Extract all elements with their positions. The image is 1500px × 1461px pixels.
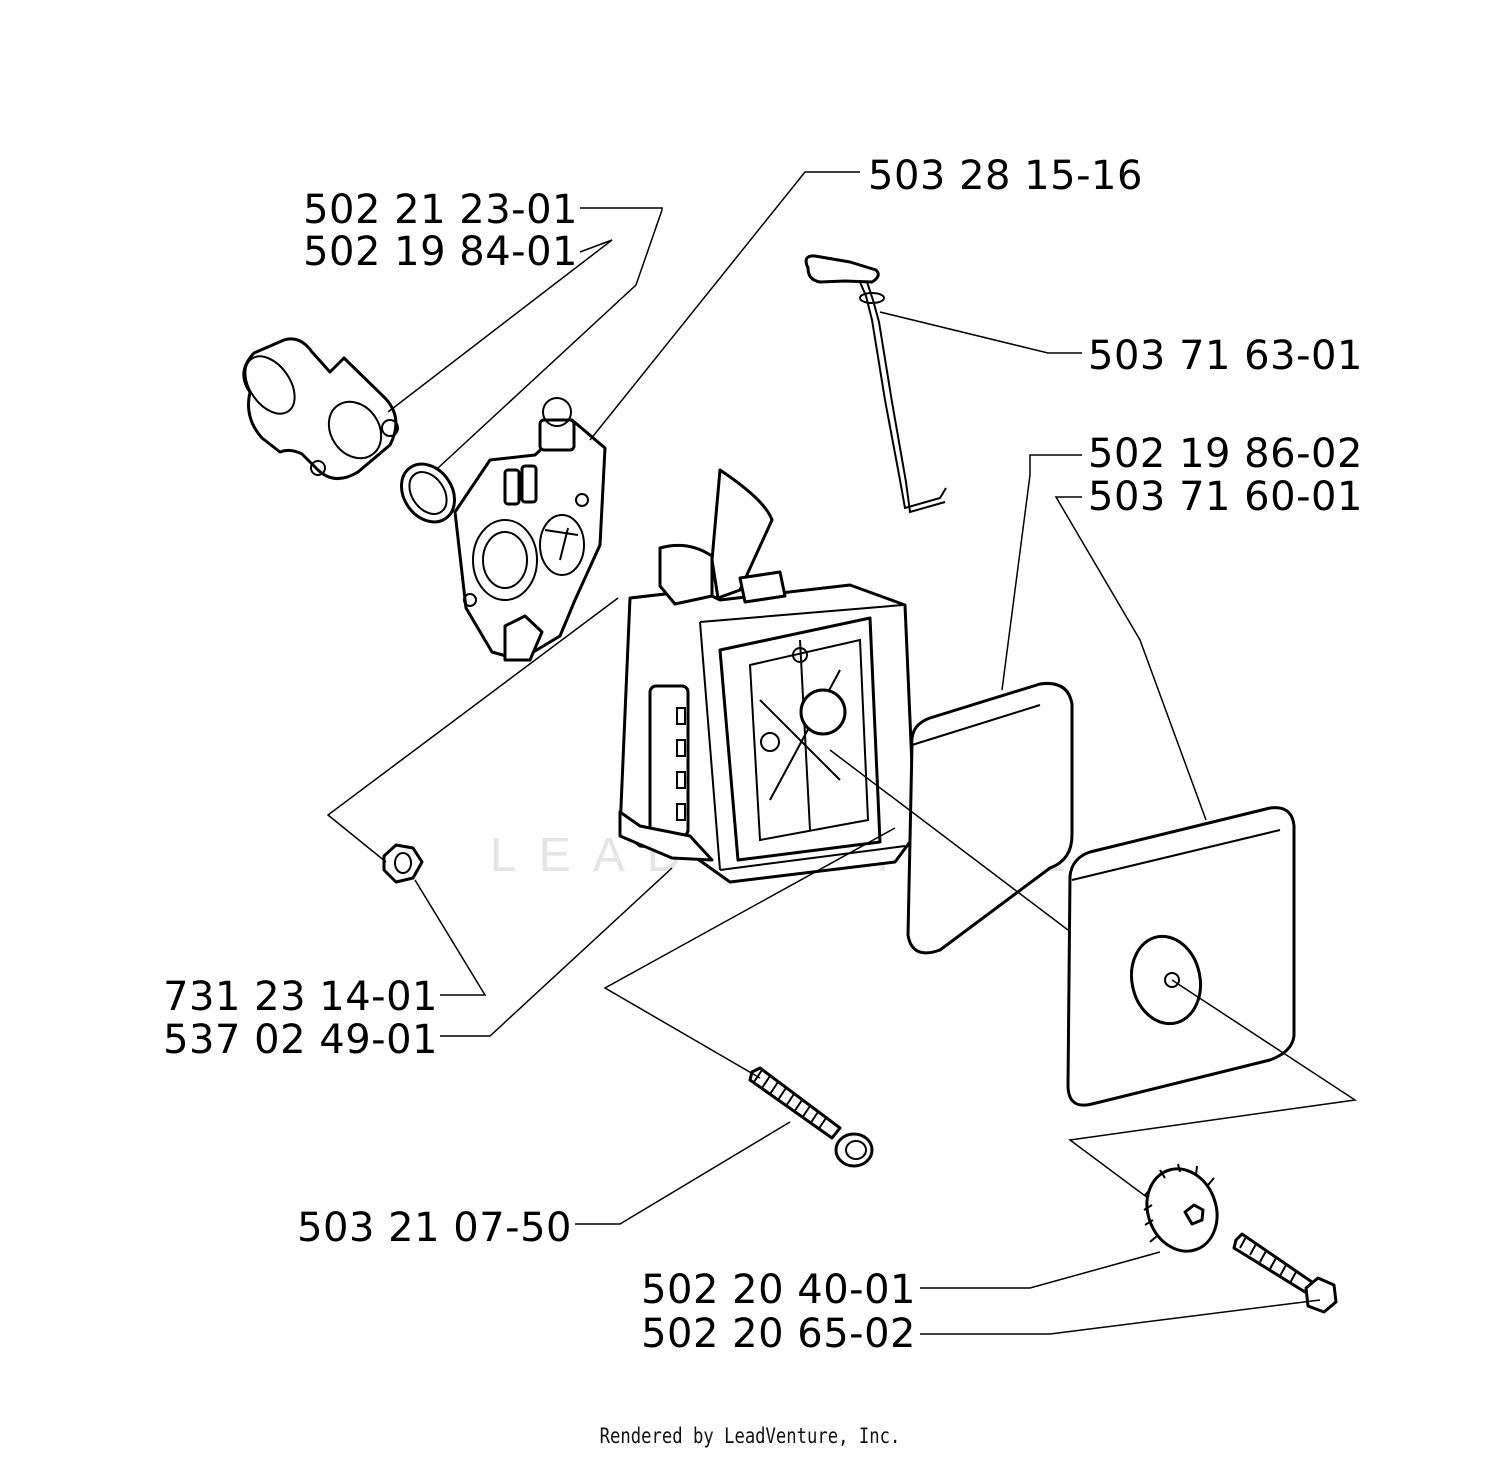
part-number-502-19-86-02[interactable]: 502 19 86-02 xyxy=(1088,431,1363,477)
part-number-502-21-23-01[interactable]: 502 21 23-01 xyxy=(303,187,578,233)
part-number-502-20-65-02[interactable]: 502 20 65-02 xyxy=(641,1311,916,1357)
render-credit-footer: Rendered by LeadVenture, Inc. xyxy=(599,1424,901,1448)
part-number-503-28-15-16[interactable]: 503 28 15-16 xyxy=(868,153,1143,199)
housing-bolt-part xyxy=(748,1066,874,1168)
part-number-503-71-60-01[interactable]: 503 71 60-01 xyxy=(1088,474,1363,520)
knob-part xyxy=(1143,1163,1219,1253)
part-number-502-20-40-01[interactable]: 502 20 40-01 xyxy=(641,1267,916,1313)
filter-element-part xyxy=(906,681,1074,955)
part-number-503-71-63-01[interactable]: 503 71 63-01 xyxy=(1088,333,1363,379)
choke-rod-part xyxy=(804,254,947,514)
part-number-731-23-14-01[interactable]: 731 23 14-01 xyxy=(163,974,438,1020)
nut-part xyxy=(382,843,424,884)
intake-elbow-part xyxy=(242,337,399,480)
part-number-502-19-84-01[interactable]: 502 19 84-01 xyxy=(303,229,578,275)
leader-lines xyxy=(326,171,1358,1335)
carburetor-part xyxy=(453,397,607,662)
air-filter-housing-part xyxy=(618,468,917,884)
gasket-ring-part xyxy=(399,462,457,524)
filter-cover-part xyxy=(1066,806,1296,1107)
part-number-537-02-49-01[interactable]: 537 02 49-01 xyxy=(163,1017,438,1063)
knob-screw-part xyxy=(1232,1232,1338,1314)
part-number-503-21-07-50[interactable]: 503 21 07-50 xyxy=(297,1205,572,1251)
